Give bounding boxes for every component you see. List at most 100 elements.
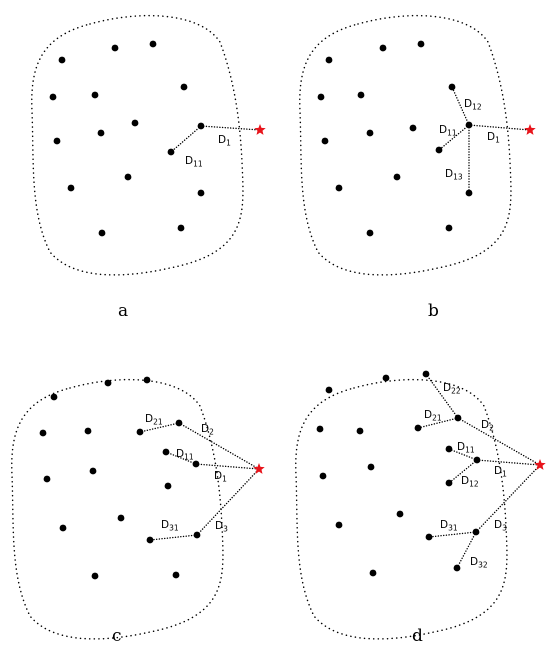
distance-label-subscript: 21 [432,414,442,423]
sensor-node [162,448,170,456]
sensor-node [325,56,333,64]
distance-label: D11 [457,441,475,455]
distance-label: D21 [424,409,442,423]
distance-label: D3 [494,519,507,533]
distance-label-subscript: 11 [465,446,475,455]
distance-link [438,124,470,151]
sensor-node [453,564,461,572]
sensor-node [58,56,66,64]
distance-label-main: D [215,520,223,532]
distance-label-main: D [481,419,489,431]
sensor-node [49,93,57,101]
distance-label-subscript: 12 [472,103,482,112]
sensor-node [316,425,324,433]
distance-label: D1 [218,134,231,148]
distance-label: D3 [215,520,228,534]
sensor-node [143,376,151,384]
sensor-node [445,479,453,487]
sensor-node [367,463,375,471]
sensor-node [149,40,157,48]
sensor-node [117,514,125,522]
distance-label: D12 [461,475,479,489]
sensor-node [396,510,404,518]
sensor-node [104,379,112,387]
sensor-node [53,137,61,145]
distance-label-subscript: 11 [447,129,457,138]
distance-label: D31 [161,519,179,533]
sensor-node [366,129,374,137]
sensor-node [319,472,327,480]
distance-link [476,459,541,466]
sensor-node [59,524,67,532]
distance-link [165,451,197,465]
distance-link [448,448,478,461]
sensor-node [335,184,343,192]
sensor-node [50,393,58,401]
distance-label-subscript: 1 [222,475,227,484]
distance-label-main: D [201,423,209,435]
sensor-node [146,536,154,544]
sensor-node [325,386,333,394]
distance-label-main: D [176,448,184,460]
distance-label-main: D [145,413,153,425]
distance-link [196,468,260,536]
region-boundary [31,14,244,276]
sensor-node [448,83,456,91]
distance-label-subscript: 11 [184,453,194,462]
sensor-node [175,419,183,427]
panel-caption: d [412,626,423,646]
panel-caption: a [118,301,128,321]
distance-link [451,86,470,126]
distance-label-subscript: 2 [209,428,214,437]
distance-label-main: D [494,519,502,531]
sensor-node [67,184,75,192]
distance-label-main: D [487,131,495,143]
distance-label-subscript: 13 [453,173,463,182]
distance-label: D11 [185,155,203,169]
distance-label: D21 [145,413,163,427]
distance-label: D22 [443,382,461,396]
distance-label: D11 [176,448,194,462]
sensor-node [180,83,188,91]
sensor-node [393,173,401,181]
distance-label-main: D [443,382,451,394]
distance-label: D1 [487,131,500,145]
sensor-node [197,122,205,130]
distance-label: D13 [445,168,463,182]
sensor-node [445,224,453,232]
distance-label-subscript: 3 [502,524,507,533]
distance-label-main: D [464,98,472,110]
distance-label-subscript: 21 [153,418,163,427]
sensor-node [454,414,462,422]
sensor-node [89,467,97,475]
region-boundary [299,14,512,276]
distance-label: D31 [440,519,458,533]
distance-link [178,422,260,470]
sensor-node [43,475,51,483]
distance-label-main: D [214,470,222,482]
sensor-node [357,91,365,99]
distance-label-main: D [461,475,469,487]
sensor-node [472,528,480,536]
distance-link [428,531,477,538]
sensor-node [193,531,201,539]
sensor-node [177,224,185,232]
sensor-node [465,189,473,197]
sensor-node [131,119,139,127]
distance-link [457,417,541,466]
sensor-node [335,521,343,529]
distance-label-main: D [440,519,448,531]
target-star-icon [253,463,265,474]
distance-link [170,125,202,153]
sensor-node [136,428,144,436]
sensor-node [409,124,417,132]
sensor-node [382,374,390,382]
target-star-icon [524,124,536,135]
sensor-node [379,44,387,52]
panel-caption: b [428,301,439,321]
distance-label-subscript: 12 [469,480,479,489]
